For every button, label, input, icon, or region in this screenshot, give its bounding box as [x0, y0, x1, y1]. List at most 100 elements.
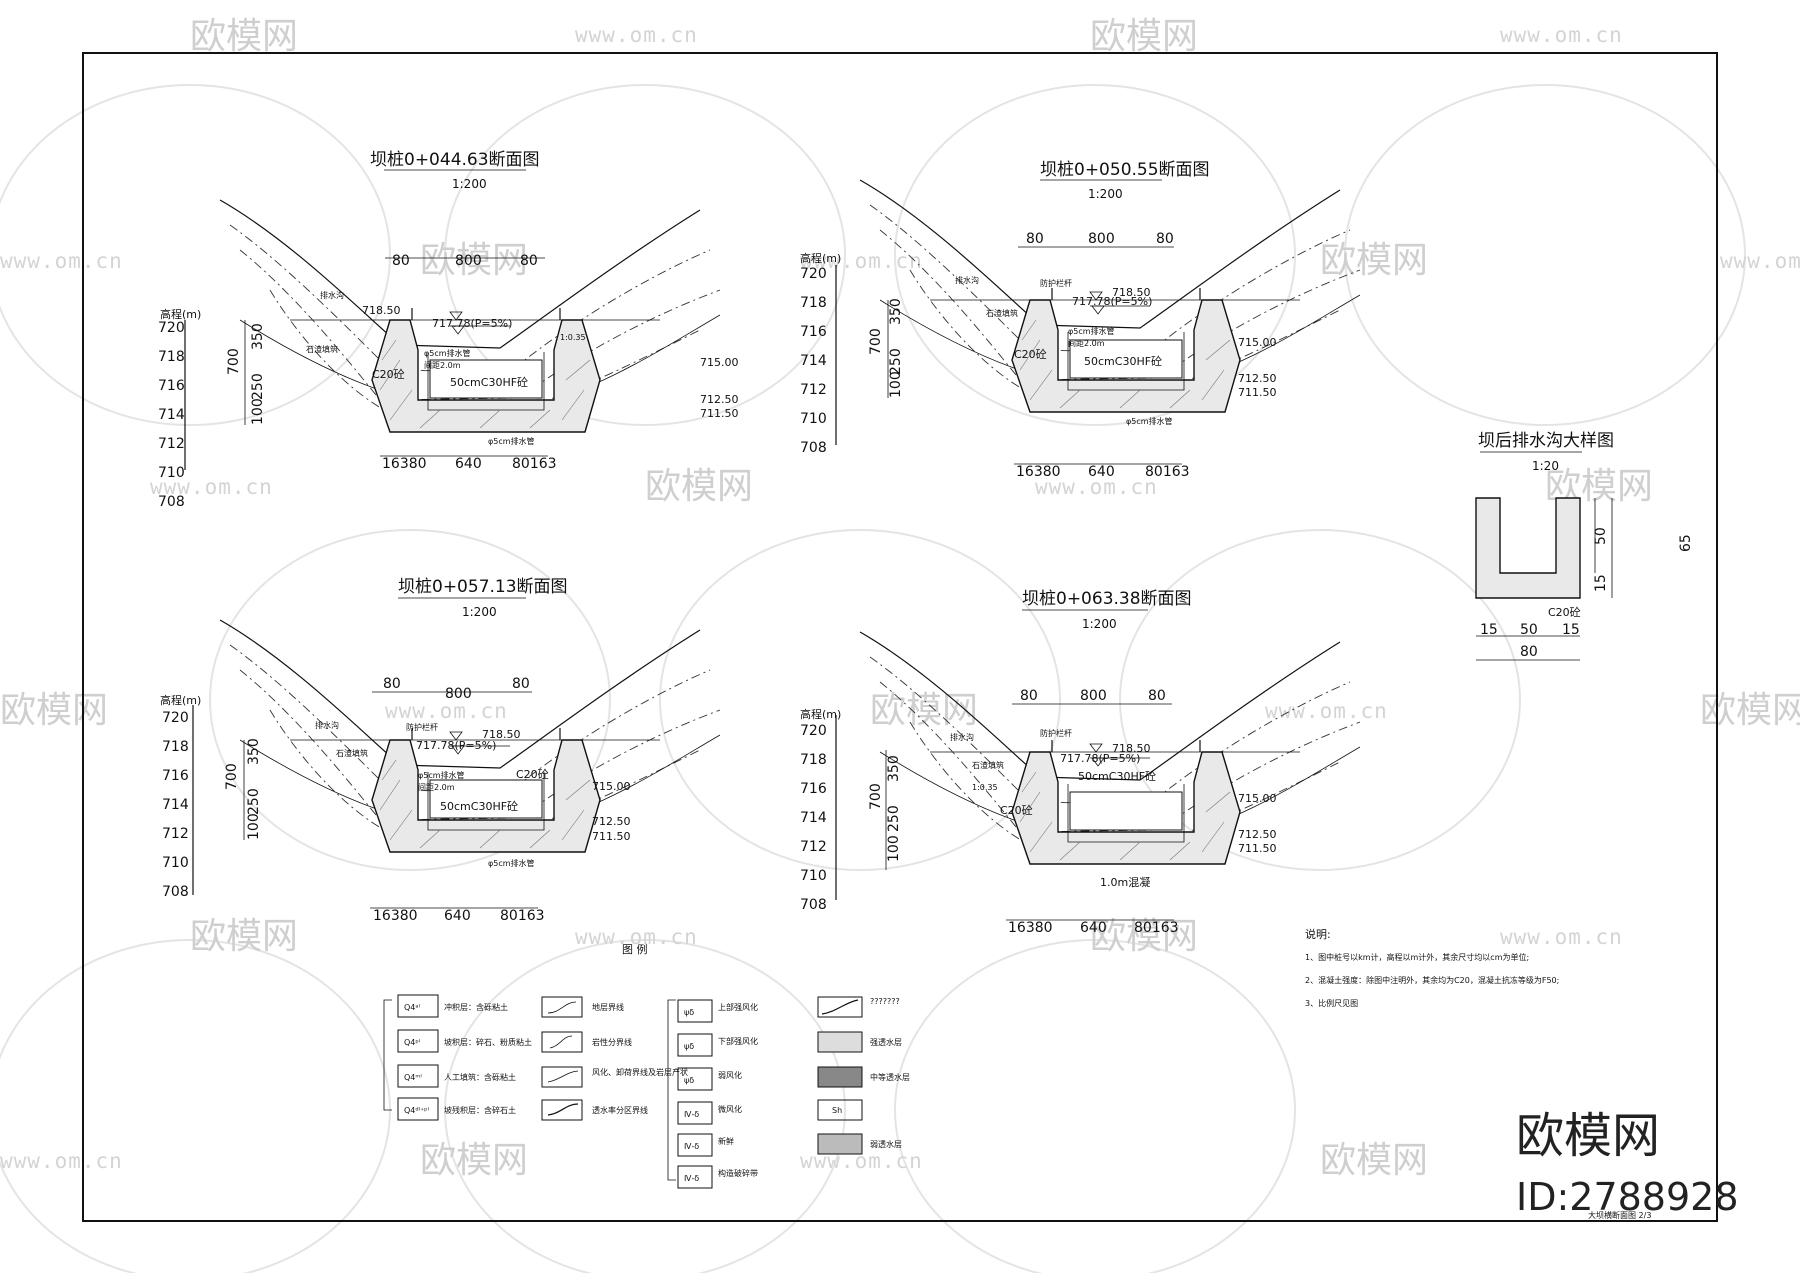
tick-label: 714	[158, 407, 185, 423]
note: 排水沟	[315, 720, 339, 730]
dim-top: 80	[383, 676, 401, 692]
legend-pattern-label: 中等透水层	[870, 1072, 910, 1082]
tick-label: 716	[158, 378, 185, 394]
level-label: 715.00	[700, 356, 739, 369]
legend: 图 例 Q4ᵃˡ 冲积层：含砾粘土 Q4ᵖˡ 坡积层：碎石、粉质粘土 Q4ᵐˡ …	[383, 942, 910, 1189]
legend-desc: 人工填筑：含砾粘土	[444, 1072, 516, 1082]
watermark-url: www.om.cn	[1265, 699, 1388, 723]
dims: 80 800 80 700 350 250 100 16380 640 8016…	[224, 676, 545, 924]
section-2: 坝桩0+050.55断面图 1:200 高程(m) 720 718 716 71…	[800, 160, 1361, 480]
dim-left: 100	[246, 813, 262, 840]
level-label: 718.50	[1112, 286, 1151, 299]
note: φ5cm排水管	[488, 436, 535, 446]
note: 石渣填筑	[972, 760, 1004, 770]
annotations: 排水沟 防护栏杆 石渣填筑 50cmC30HF砼 C20砼 1:0.35 1.0…	[950, 728, 1156, 889]
dim-bottom: 640	[1080, 920, 1107, 936]
section-3: 坝桩0+057.13断面图 1:200 高程(m) 720 718 716 71…	[160, 577, 721, 924]
legend-rock-code: ψδ	[684, 1042, 694, 1051]
elevation-ticks: 720 718 716 714 712 710 708	[162, 710, 189, 900]
dim-top: 80	[520, 253, 538, 269]
watermark-brand: 欧模网	[1700, 690, 1800, 731]
legend-rock-code: ψδ	[684, 1076, 694, 1085]
level-labels: 718.50 717.78(P=5%) 715.00 712.50 711.50	[416, 728, 631, 843]
dims: 80 800 80 700 350 250 100 16380 640 8016…	[226, 253, 557, 472]
tick-label: 714	[800, 353, 827, 369]
dims: 80 800 80 700 350 250 100 16380 640 8016…	[868, 688, 1179, 936]
dim-bottom: 640	[1088, 464, 1115, 480]
level-label: 717.78(P=5%)	[432, 317, 512, 330]
legend-rock: ψδ 上部强风化 ψδ 下部强风化 ψδ 弱风化 Ⅳ-δ 微风化 Ⅳ-δ 新鲜 …	[667, 999, 758, 1189]
note: C20砼	[516, 768, 549, 781]
watermark-brand: 欧模网	[1090, 16, 1198, 57]
legend-pattern-label: ???????	[870, 997, 900, 1006]
level-labels: 718.50 717.78(P=5%) 715.00 712.50 711.50	[1072, 286, 1277, 399]
tick-label: 716	[800, 781, 827, 797]
tick-label: 716	[800, 324, 827, 340]
note: 防护栏杆	[1040, 728, 1072, 738]
note: 间距2.0m	[418, 783, 455, 792]
watermark-url: www.om.cn	[1720, 249, 1800, 273]
level-label: 718.50	[362, 304, 401, 317]
tick-label: 718	[162, 739, 189, 755]
dim-top: 80	[1156, 231, 1174, 247]
dim-bottom: 16380	[1008, 920, 1053, 936]
axis-label: 高程(m)	[160, 693, 201, 707]
note: C20砼	[1000, 804, 1033, 817]
watermark-arcs	[0, 84, 1746, 1273]
legend-rock-desc: 构造破碎带	[718, 1168, 758, 1178]
elevation-ticks: 720 718 716 714 712 710 708	[800, 266, 827, 456]
watermark-url: www.om.cn	[150, 475, 273, 499]
watermark-url: www.om.cn	[1500, 925, 1623, 949]
dim-top: 80	[512, 676, 530, 692]
tick-label: 710	[162, 855, 189, 871]
detail-dim: 15	[1562, 622, 1580, 638]
note: 50cmC30HF砼	[1078, 770, 1156, 783]
notes-heading: 说明:	[1305, 927, 1331, 941]
watermark-url: www.om.cn	[385, 699, 508, 723]
axis-label: 高程(m)	[800, 251, 841, 265]
watermark-brand: 欧模网	[1320, 240, 1428, 281]
level-label: 711.50	[1238, 386, 1277, 399]
note: φ5cm排水管	[418, 770, 465, 780]
tick-label: 708	[162, 884, 189, 900]
legend-rock-code: Ⅳ-δ	[684, 1174, 699, 1183]
axis-label: 高程(m)	[160, 307, 201, 321]
watermark-url: www.om.cn	[0, 1149, 123, 1173]
dim-left: 250	[888, 348, 904, 375]
dim-left: 250	[246, 788, 262, 815]
watermark-url: www.om.cn	[1500, 23, 1623, 47]
notes: 说明: 1、图中桩号以km计，高程以m计外，其余尺寸均以cm为单位; 2、混凝土…	[1305, 927, 1559, 1008]
note: 50cmC30HF砼	[440, 800, 518, 813]
detail-dim: 80	[1520, 644, 1538, 660]
legend-desc: 冲积层：含砾粘土	[444, 1002, 508, 1012]
tick-label: 716	[162, 768, 189, 784]
level-label: 717.78(P=5%)	[1060, 752, 1140, 765]
note: φ5cm排水管	[1068, 326, 1115, 336]
annotations: 排水沟 石渣填筑 φ5cm排水管 间距2.0m 50cmC30HF砼 C20砼 …	[306, 290, 586, 446]
note: 防护栏杆	[406, 722, 438, 732]
dim-left: 700	[226, 348, 242, 375]
section-scale: 1:200	[1082, 617, 1117, 631]
section-scale: 1:200	[1088, 187, 1123, 201]
note: C20砼	[1014, 348, 1047, 361]
dim-top: 80	[1026, 231, 1044, 247]
note-item: 2、混凝土强度：除图中注明外，其余均为C20，混凝土抗冻等级为F50;	[1305, 975, 1559, 985]
tick-label: 712	[158, 436, 185, 452]
tick-label: 712	[162, 826, 189, 842]
legend-pattern-code: Sh	[832, 1106, 842, 1115]
dim-bottom: 80163	[1145, 464, 1190, 480]
note-item: 1、图中桩号以km计，高程以m计外，其余尺寸均以cm为单位;	[1305, 952, 1529, 962]
level-label: 711.50	[592, 830, 631, 843]
note: 石渣填筑	[336, 748, 368, 758]
tick-label: 708	[800, 897, 827, 913]
watermark-texts: 欧模网 www.om.cn 欧模网 www.om.cn www.om.cn 欧模…	[0, 16, 1800, 1181]
level-label: 718.50	[482, 728, 521, 741]
detail-material: C20砼	[1548, 606, 1581, 619]
dim-top: 80	[392, 253, 410, 269]
legend-desc: 坡残积层：含碎石土	[444, 1105, 516, 1115]
legend-code: Q4ᵖˡ	[404, 1038, 420, 1047]
legend-line-label: 地层界线	[592, 1002, 624, 1012]
note: 1:0.35	[972, 783, 998, 792]
watermark-brand: 欧模网	[870, 690, 978, 731]
